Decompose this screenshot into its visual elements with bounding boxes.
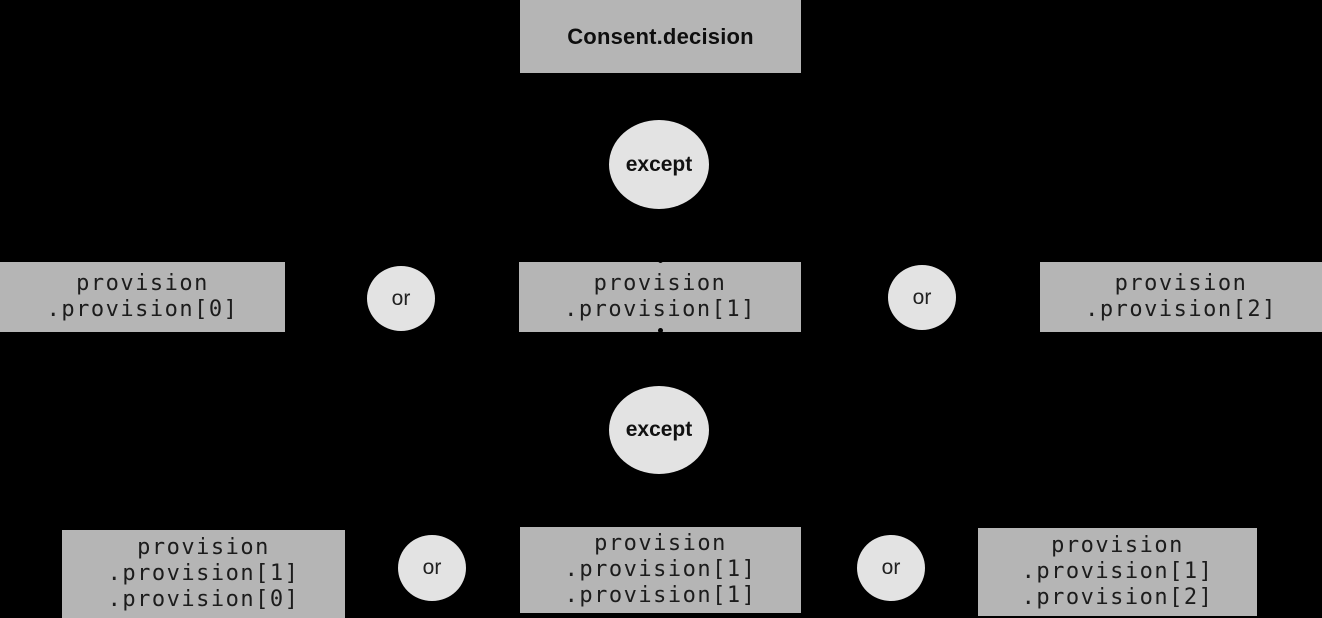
or-operator-label: or xyxy=(422,556,442,579)
node-line: provision xyxy=(76,271,209,296)
node-line: .provision[0] xyxy=(46,297,239,322)
node-provision-1-2: provision .provision[1] .provision[2] xyxy=(978,528,1257,616)
or-operator-level2-left: or xyxy=(398,535,466,601)
node-line: .provision[1] xyxy=(564,557,757,582)
node-line: provision xyxy=(593,271,727,296)
or-operator-level1-right: or xyxy=(888,265,956,330)
node-line: provision xyxy=(1051,533,1184,558)
except-operator-2-label: except xyxy=(625,418,693,441)
node-line: provision xyxy=(137,535,270,560)
or-operator-label: or xyxy=(881,556,901,579)
node-provision-1-0: provision .provision[1] .provision[0] xyxy=(62,530,345,618)
node-line: .provision[2] xyxy=(1021,585,1214,610)
or-operator-level2-right: or xyxy=(857,535,925,601)
node-provision-0: provision .provision[0] xyxy=(0,262,285,332)
node-line: .provision[2] xyxy=(1085,297,1277,322)
node-provision-1-1: provision .provision[1] .provision[1] xyxy=(520,527,801,613)
or-operator-label: or xyxy=(391,286,411,310)
connector-dot-top xyxy=(658,258,663,263)
except-operator-2: except xyxy=(609,386,709,474)
node-line: .provision[1] xyxy=(564,583,757,608)
node-line: provision xyxy=(594,531,727,556)
connector-dot-bottom xyxy=(658,328,663,333)
or-operator-label: or xyxy=(912,285,932,309)
node-consent-decision: Consent.decision xyxy=(520,0,801,73)
node-line: .provision[1] xyxy=(564,297,756,322)
except-operator-1: except xyxy=(609,120,709,209)
node-provision-2: provision .provision[2] xyxy=(1040,262,1322,332)
node-line: .provision[1] xyxy=(107,561,300,586)
or-operator-level1-left: or xyxy=(367,266,435,331)
node-line: provision xyxy=(1114,271,1248,296)
except-operator-1-label: except xyxy=(625,152,693,176)
node-line: .provision[0] xyxy=(107,587,300,612)
node-provision-1: provision .provision[1] xyxy=(519,262,801,332)
node-consent-decision-label: Consent.decision xyxy=(567,23,754,49)
node-line: .provision[1] xyxy=(1021,559,1214,584)
